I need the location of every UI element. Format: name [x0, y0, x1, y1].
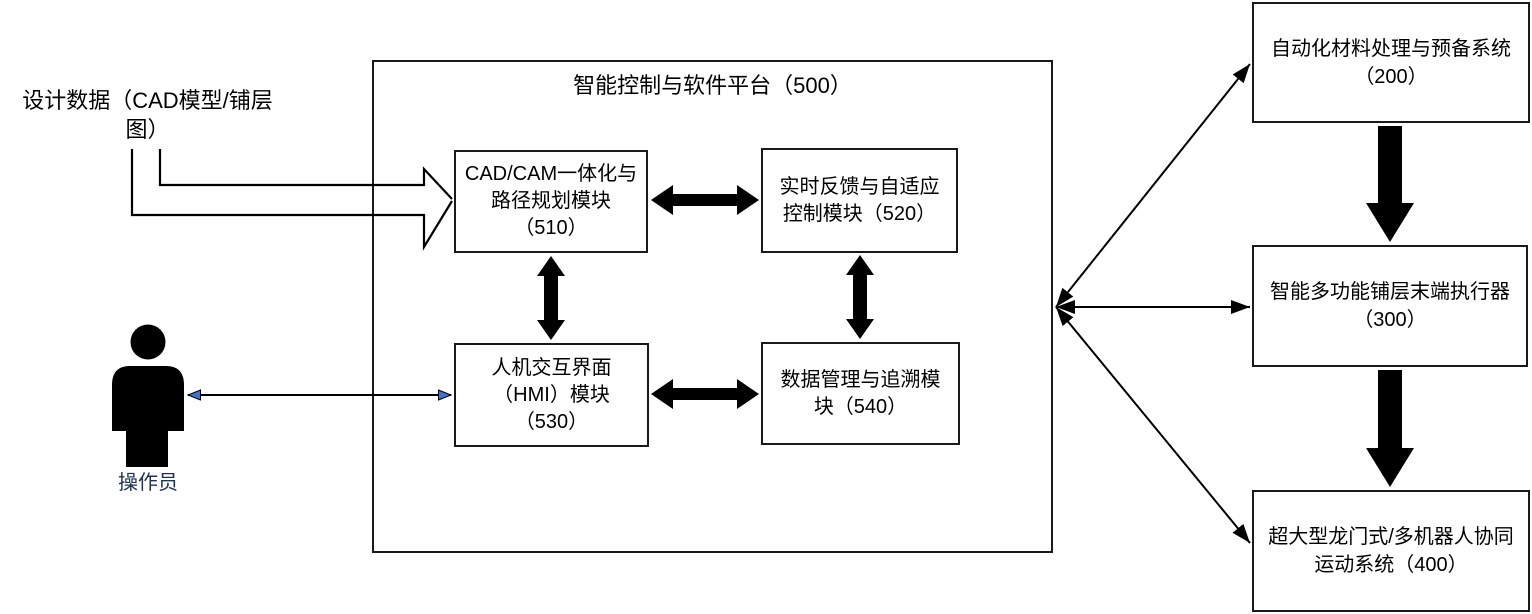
- design-data-to-510-hollow-arrow: [130, 149, 453, 251]
- module-510-box: CAD/CAM一体化与 路径规划模块 （510）: [454, 150, 648, 253]
- module-530-box: 人机交互界面 （HMI）模块 （530）: [454, 343, 649, 447]
- arrow-200-to-300: [1366, 126, 1414, 242]
- person-head: [130, 324, 166, 360]
- hollow-arrow-lower-outline: [130, 149, 453, 251]
- module-530-line3: （530）: [514, 410, 589, 433]
- hollow-arrow-upper-outline: [158, 149, 453, 200]
- system-400-line2: 运动系统（400）: [1314, 554, 1468, 576]
- module-540-box: 数据管理与追溯模 块（540）: [761, 342, 960, 445]
- module-520-line2: 控制模块（520）: [782, 202, 937, 225]
- system-400-box: 超大型龙门式/多机器人协同 运动系统（400）: [1252, 490, 1530, 612]
- module-540-line1: 数据管理与追溯模: [780, 368, 941, 391]
- system-300-line2: （300）: [1353, 309, 1427, 331]
- system-400-line1: 超大型龙门式/多机器人协同: [1268, 526, 1514, 548]
- operator-person-icon: [112, 324, 184, 467]
- platform-500-box: [372, 60, 1053, 553]
- platform-500-title: 智能控制与软件平台（500）: [573, 73, 852, 98]
- system-200-line2: （200）: [1354, 65, 1428, 88]
- arrow-510-530: [537, 256, 565, 340]
- module-510-line3: （510）: [514, 217, 588, 239]
- module-530-line2: （HMI）模块: [493, 383, 610, 406]
- arrow-510-520: [651, 185, 759, 215]
- system-200-line1: 自动化材料处理与预备系统: [1271, 37, 1511, 60]
- system-200-box: 自动化材料处理与预备系统 （200）: [1252, 2, 1530, 123]
- module-520-box: 实时反馈与自适应 控制模块（520）: [761, 148, 958, 253]
- platform-to-400-double-arrow: [1055, 306, 1251, 544]
- design-data-label-line1: 设计数据（CAD模型/铺层: [22, 88, 273, 113]
- module-510-line1: CAD/CAM一体化与: [464, 163, 638, 185]
- system-300-box: 智能多功能铺层末端执行器 （300）: [1252, 245, 1528, 367]
- module-530-line1: 人机交互界面: [491, 356, 612, 379]
- design-data-label-line2: 图）: [125, 117, 170, 142]
- arrow-300-to-400: [1366, 370, 1414, 487]
- operator-label: 操作员: [118, 472, 178, 494]
- platform-to-200-double-arrow: [1055, 63, 1251, 308]
- design-data-label: 设计数据（CAD模型/铺层 图）: [5, 86, 290, 144]
- module-520-line1: 实时反馈与自适应: [779, 175, 940, 198]
- system-300-line1: 智能多功能铺层末端执行器: [1270, 281, 1510, 303]
- module-540-line2: 块（540）: [813, 395, 908, 418]
- module-510-line2: 路径规划模块: [491, 190, 611, 212]
- arrow-520-540: [846, 255, 874, 339]
- person-body: [112, 366, 184, 467]
- arrow-530-540: [651, 379, 759, 409]
